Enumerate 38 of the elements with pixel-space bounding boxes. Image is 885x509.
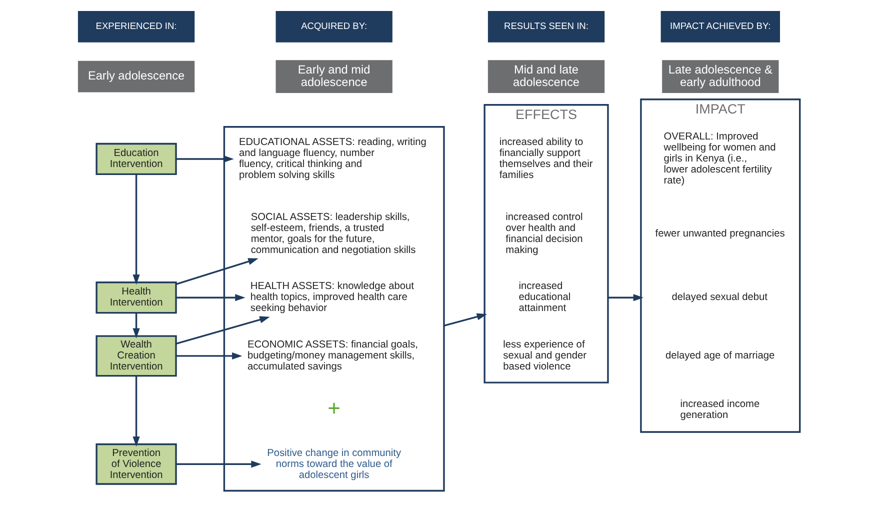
node-text: delayed age of marriage <box>665 350 775 362</box>
arrow <box>176 316 270 344</box>
arrow <box>444 313 488 326</box>
node-box: Education Intervention <box>96 142 177 176</box>
node-text: EDUCATIONAL ASSETS: reading, writing and language fluency, number fluency, critical thinking and problem solving skills <box>238 137 426 182</box>
arrow <box>176 294 246 302</box>
node-text: + <box>328 395 341 420</box>
node-text: increased income generation <box>680 399 760 422</box>
node-text: less experience of sexual and gender based violence <box>503 340 586 373</box>
arrow <box>176 155 234 163</box>
node-text: Positive change in community norms toward the value of adolescent girls <box>267 448 402 481</box>
node-text: fewer unwanted pregnancies <box>655 228 785 240</box>
node-text: increased educational attainment <box>518 281 571 314</box>
node-box: Late adolescence & early adulthood <box>662 60 779 94</box>
node-text: HEALTH ASSETS: knowledge about health topics, improved health care seeking behavior <box>250 281 414 314</box>
node-box: Wealth Creation Intervention <box>96 335 177 377</box>
node-box: ACQUIRED BY: <box>276 11 392 42</box>
arrow <box>132 174 140 285</box>
node-text: OVERALL: Improved wellbeing for women and girls in Kenya (i.e., lower adolescent fertility rate) <box>664 132 776 187</box>
arrow <box>608 294 644 302</box>
node-box: IMPACT ACHIEVED BY: <box>660 11 780 42</box>
arrow <box>176 352 242 360</box>
node-text: increased control over health and financial decision making <box>506 212 583 256</box>
node-box: EXPERIENCED IN: <box>78 11 195 42</box>
arrow <box>176 460 262 468</box>
node-box: Mid and late adolescence <box>488 60 605 94</box>
node-box: RESULTS SEEN IN: <box>488 11 605 42</box>
arrow <box>132 313 140 338</box>
node-box: Health Intervention <box>96 282 177 314</box>
node-text: SOCIAL ASSETS: leadership skills, self-esteem, friends, a trusted mentor, goals for the future, communication and negotiation skills <box>250 212 416 256</box>
node-box: Early adolescence <box>78 60 195 92</box>
arrow <box>132 376 140 447</box>
node-text: increased ability to financially support themselves and their families <box>499 137 593 182</box>
node-box: Prevention of Violence Intervention <box>96 443 177 485</box>
node-box: Early and mid adolescence <box>276 60 392 94</box>
node-text: ECONOMIC ASSETS: financial goals, budgeting/money management skills, accumulated savings <box>247 340 418 373</box>
arrow <box>176 258 258 286</box>
node-text: delayed sexual debut <box>672 292 768 304</box>
